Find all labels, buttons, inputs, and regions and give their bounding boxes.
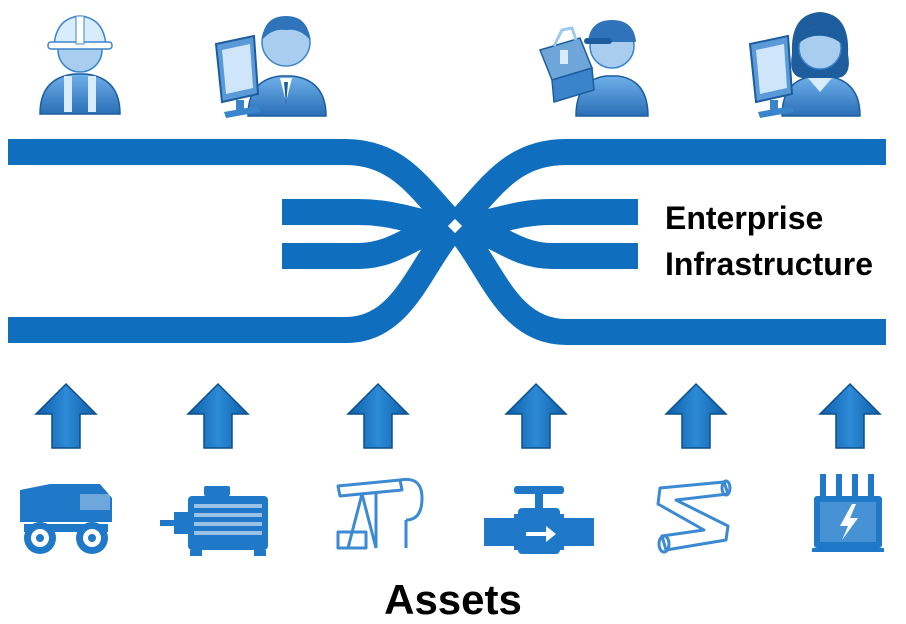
up-arrow-icon [504,382,568,449]
computer-user-female-icon [748,12,861,118]
up-arrow-icon [818,382,882,449]
electric-motor-icon [160,486,268,556]
construction-worker-icon [39,15,121,115]
bus-stub-left-lower [282,213,456,269]
assets-label: Assets [384,576,522,623]
pipeline-valve-icon [484,486,594,554]
up-arrow-icon [186,382,250,449]
up-arrow-icon [664,382,728,449]
bus-stub-right-lower [454,213,638,269]
pipe-icon [656,479,732,554]
infrastructure-label-line-1: Enterprise [665,200,824,236]
up-arrow-icon [34,382,98,449]
bus-crossing-gap [447,218,463,234]
infrastructure-label-line-2: Infrastructure [665,246,874,282]
oil-pump-jack-icon [336,477,424,550]
computer-user-male-icon [214,16,327,118]
technician-with-toolbox-icon [538,20,649,117]
enterprise-bus [8,139,886,345]
upload-arrows [34,382,882,449]
transformer-icon [812,474,884,552]
bus-line-bottom-left [8,139,886,343]
up-arrow-icon [346,382,410,449]
dump-truck-icon [20,484,112,554]
